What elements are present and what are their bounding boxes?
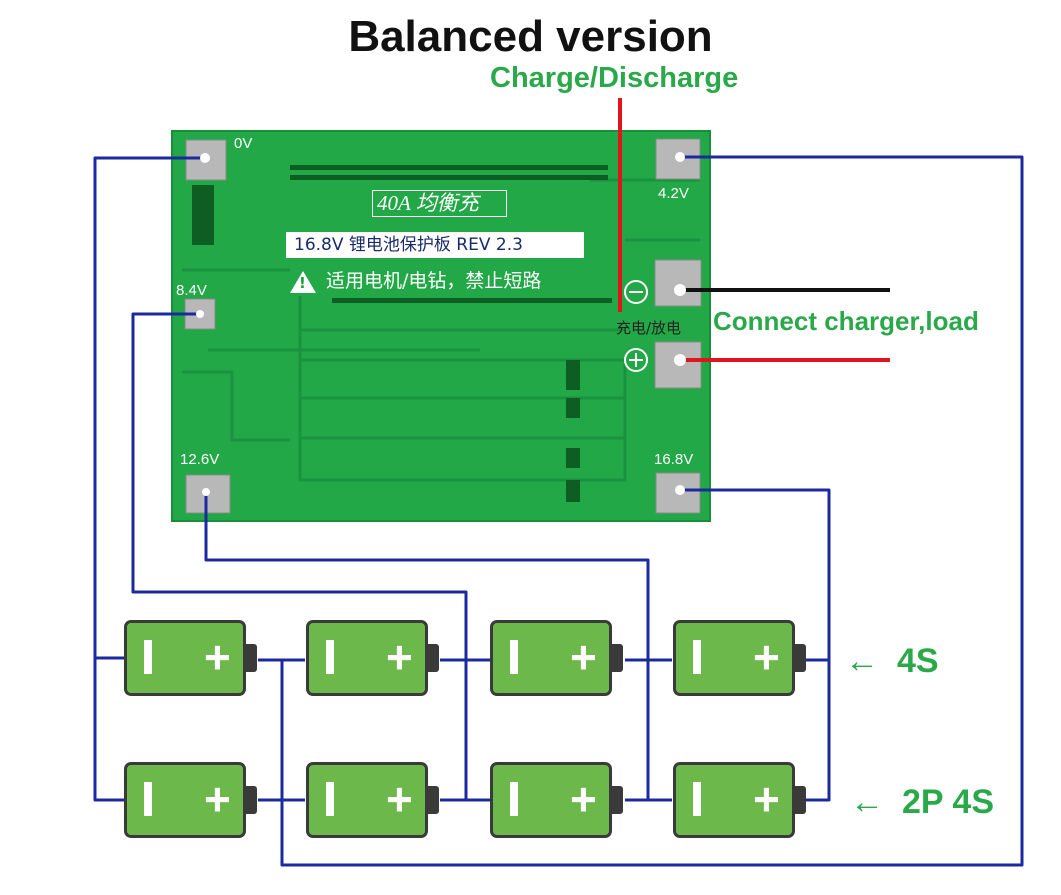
- row-label-2p4s: ← 2P 4S: [850, 783, 994, 822]
- left-arrow-icon: ←: [845, 642, 879, 680]
- pad-label-8-4v: 8.4V: [176, 282, 207, 299]
- pcb-warning: ! 适用电机/电钻，禁止短路: [290, 266, 541, 293]
- row-label-4s: ← 4S: [845, 642, 939, 681]
- battery-row2-4: +: [673, 762, 808, 842]
- battery-row2-2: +: [306, 762, 441, 842]
- pcb-spec-label: 16.8V 锂电池保护板 REV 2.3: [286, 232, 584, 258]
- charge-discharge-cn: 充电/放电: [616, 319, 682, 337]
- row-label-text: 2P 4S: [902, 783, 995, 821]
- pcb-via-rows: [192, 165, 612, 502]
- battery-row1-2: +: [306, 620, 441, 700]
- warning-icon: !: [290, 270, 316, 293]
- row-label-text: 4S: [897, 642, 939, 680]
- pcb-warning-text: 适用电机/电钻，禁止短路: [326, 270, 542, 292]
- left-arrow-icon: ←: [850, 783, 884, 821]
- pad-holes: [196, 152, 686, 496]
- battery-row1-3: +: [490, 620, 625, 700]
- connect-label: Connect charger,load: [713, 306, 979, 336]
- pcb-board-edge: [171, 130, 711, 522]
- battery-row2-3: +: [490, 762, 625, 842]
- pcb-model-label: 40A 均衡充: [372, 190, 507, 217]
- battery-row1-1: +: [124, 620, 259, 700]
- pcb-board: [172, 131, 710, 521]
- battery-row2-1: +: [124, 762, 259, 842]
- pad-label-16-8v: 16.8V: [654, 451, 694, 468]
- battery-row1-4: +: [673, 620, 808, 700]
- pcb-traces: [182, 178, 700, 482]
- pad-label-0v: 0V: [234, 135, 253, 152]
- pad-label-12-6v: 12.6V: [180, 451, 220, 468]
- pad-label-4-2v: 4.2V: [658, 185, 689, 202]
- pad-minus: [654, 259, 702, 307]
- diagram-title: Balanced version: [348, 12, 713, 61]
- polarity-symbols: [624, 280, 648, 372]
- balance-wires: [93, 155, 1024, 867]
- charge-discharge-label: Charge/Discharge: [490, 62, 739, 94]
